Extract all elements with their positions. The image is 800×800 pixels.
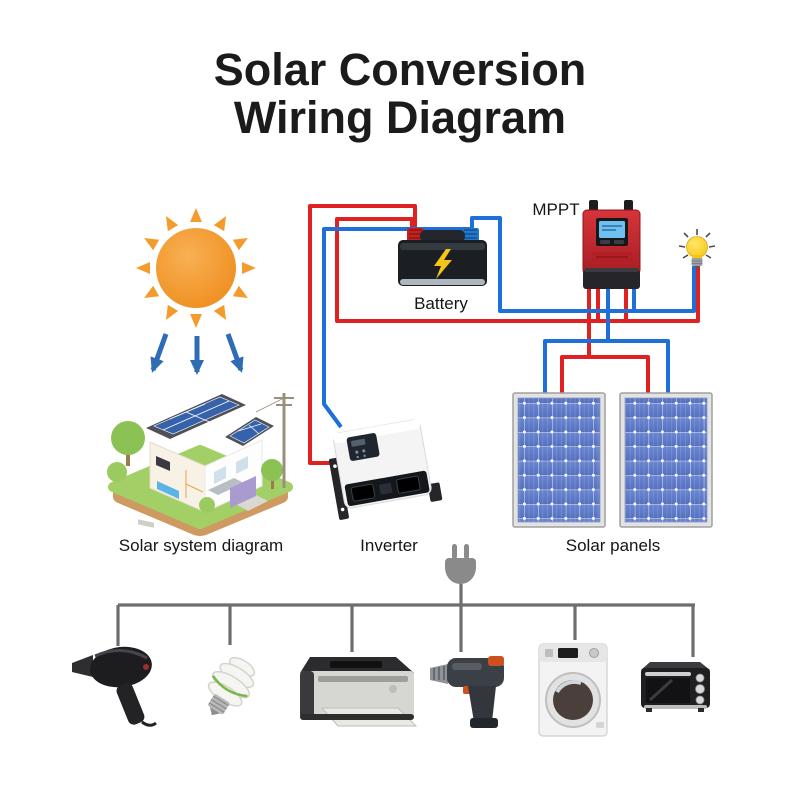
solar-panel-right-icon [619, 392, 713, 528]
solar-panel-left-icon [512, 392, 606, 528]
lightning-bolt-icon [434, 249, 452, 279]
cfl-bulb-icon [207, 656, 256, 716]
label-solar-panels: Solar panels [565, 536, 661, 555]
label-battery: Battery [414, 294, 468, 313]
distribution-bus [116, 584, 695, 657]
roof-solar-panel-right [229, 419, 270, 444]
label-inverter: Inverter [360, 536, 418, 555]
light-bulb-icon [678, 229, 716, 269]
title-line-2: Wiring Diagram [233, 92, 567, 144]
printer-icon [300, 657, 418, 727]
sunlight-arrows-icon [150, 333, 244, 375]
mppt-controller-icon [582, 200, 641, 289]
label-solar-system-diagram: Solar system diagram [118, 536, 284, 555]
sun-icon [136, 208, 256, 328]
wiring-red [308, 204, 700, 465]
washing-machine-icon [538, 643, 608, 737]
power-plug-icon [445, 544, 476, 584]
oven-icon [641, 662, 710, 712]
label-mppt: MPPT [532, 200, 580, 219]
drill-icon [430, 656, 504, 728]
battery-icon [398, 228, 487, 286]
hair-dryer-icon [72, 646, 157, 727]
house-illustration [107, 393, 294, 536]
utility-pole-icon [255, 393, 294, 488]
title-line-1: Solar Conversion [213, 44, 587, 95]
page-title: Solar Conversion Wiring Diagram [0, 44, 800, 144]
inverter-icon [328, 419, 443, 520]
tree-icons [107, 421, 283, 513]
